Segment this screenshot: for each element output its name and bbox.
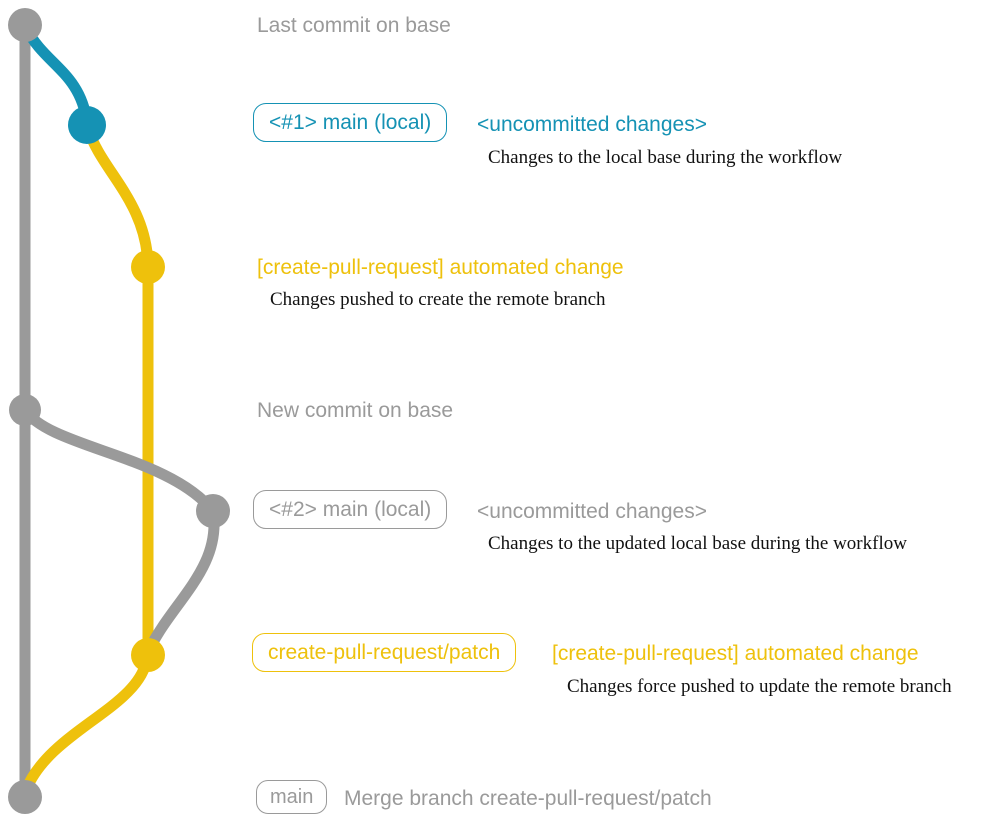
description-local-changes-1: Changes to the local base during the wor… [488, 147, 843, 168]
description-local-changes-2: Changes to the updated local base during… [488, 533, 907, 554]
commit-node-patch-2 [131, 638, 165, 672]
commit-node-new-base [9, 394, 41, 426]
branch-badge-patch: create-pull-request/patch [252, 633, 517, 672]
commit-node-merge [8, 780, 42, 814]
commit-node-last-base [8, 8, 42, 42]
description-push-create: Changes pushed to create the remote bran… [270, 289, 606, 310]
local-changes-edge [20, 22, 93, 128]
caption-merge-branch: Merge branch create-pull-request/patch [344, 787, 712, 810]
branch-badge-main: main [256, 780, 328, 814]
commit-message-uncommitted-1: <uncommitted changes> [477, 113, 707, 136]
commit-node-patch-1 [131, 250, 165, 284]
caption-new-commit-on-base: New commit on base [257, 399, 454, 422]
commit-message-uncommitted-2: <uncommitted changes> [477, 500, 707, 523]
branch-badge-main-local-1: <#1> main (local) [253, 103, 448, 142]
caption-last-commit-on-base: Last commit on base [257, 14, 451, 37]
patch-create-edge [82, 122, 154, 271]
base-update-edge [19, 404, 219, 517]
commit-message-automated-2: [create-pull-request] automated change [552, 642, 919, 665]
commit-message-automated-1: [create-pull-request] automated change [257, 256, 624, 279]
git-graph [8, 8, 230, 814]
commit-node-main-local-2 [196, 494, 230, 528]
merge-edge [20, 652, 153, 796]
description-force-push: Changes force pushed to update the remot… [567, 676, 952, 697]
branch-badge-main-local-2: <#2> main (local) [253, 490, 448, 529]
rebase-edge [143, 505, 220, 656]
commit-node-main-local-1 [68, 106, 106, 144]
